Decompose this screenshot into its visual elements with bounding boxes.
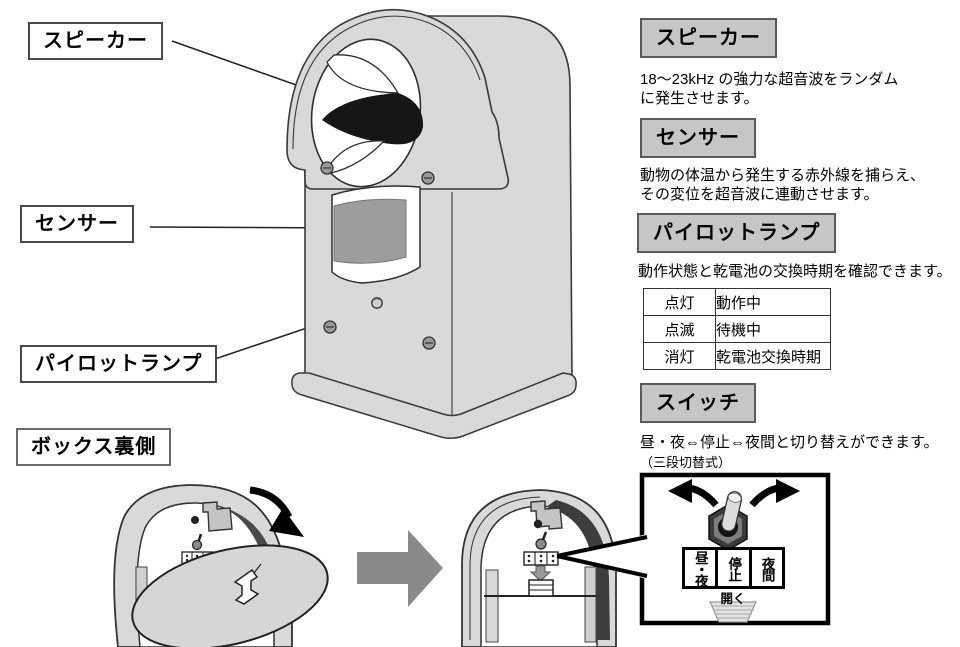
inner-pillar	[485, 569, 499, 643]
mini-switch	[535, 531, 548, 550]
switch-position-stop: 停止	[718, 550, 752, 586]
meaning-cell: 待機中	[715, 315, 831, 343]
open-direction-trapezoid	[709, 601, 757, 623]
speaker-label: スピーカー	[28, 22, 163, 60]
inner-pillar	[584, 566, 597, 643]
switch-position-night: 夜間	[751, 550, 782, 586]
battery-box	[528, 579, 554, 597]
box-back-label: ボックス裏側	[16, 428, 172, 466]
switch-position-table: 昼・夜 停止 夜間	[682, 547, 785, 589]
back-cover	[131, 544, 329, 647]
screw-icon	[320, 161, 334, 175]
screws	[320, 161, 436, 350]
status-cell: 点滅	[643, 315, 716, 343]
screw-dot	[533, 519, 543, 529]
screw-dot	[191, 516, 199, 524]
screw-icon	[421, 171, 435, 185]
device-illustration	[286, 8, 577, 440]
screw-icon	[422, 336, 436, 350]
section-title-switch: スイッチ	[640, 383, 756, 423]
status-cell: 消灯	[643, 342, 716, 370]
section-text: その変位を超音波に連動させます。	[640, 186, 879, 203]
section-title-speaker: スピーカー	[640, 18, 777, 58]
section-title-pilot-lamp: パイロットランプ	[637, 213, 837, 253]
mini-switch	[191, 533, 203, 551]
shell-shade	[546, 500, 610, 640]
pilot-lamp-label: パイロットランプ	[20, 345, 218, 383]
hook-tab	[202, 501, 233, 532]
pilot-lamp	[371, 297, 383, 309]
toggle-lever	[721, 491, 743, 532]
rotate-right-arrow-icon	[749, 479, 800, 508]
section-text: に発生させます。	[640, 90, 759, 107]
meaning-cell: 乾電池交換時期	[715, 342, 831, 370]
box-open-step1	[113, 484, 329, 647]
box-open-step2	[461, 489, 617, 647]
meaning-cell: 動作中	[715, 288, 831, 316]
speaker-icon	[310, 38, 424, 188]
table-row: 消灯 乾電池交換時期	[643, 342, 831, 370]
section-note: （三段切替式）	[640, 455, 732, 470]
section-text: 動物の体温から発生する赤外線を捕らえ、	[640, 167, 926, 184]
table-row: 点灯 動作中	[643, 288, 831, 316]
device-base	[291, 372, 577, 440]
table-row: 点滅 待機中	[643, 315, 831, 343]
next-step-arrow-icon	[357, 530, 443, 607]
section-title-sensor: センサー	[640, 118, 756, 158]
clip-icon	[233, 568, 260, 605]
section-text: 昼・夜⇔停止⇔夜間と切り替えができます。	[640, 434, 939, 451]
screw-icon	[323, 320, 337, 334]
sensor-label: センサー	[20, 205, 134, 243]
callout-pointer	[556, 534, 648, 579]
sensor-window	[331, 185, 421, 284]
rotate-arrow-icon	[249, 486, 304, 537]
down-arrow-icon	[529, 565, 552, 582]
pilot-lamp-status-table: 点灯 動作中 点滅 待機中 消灯 乾電池交換時期	[643, 288, 831, 370]
status-cell: 点灯	[643, 288, 716, 316]
speaker-hood-rim	[292, 15, 481, 150]
open-label: 開く	[720, 592, 746, 606]
section-text: 動作状態と乾電池の交換時期を確認できます。	[638, 263, 952, 280]
section-text: 18〜23kHz の強力な超音波をランダム	[640, 71, 899, 88]
mini-switch-label	[523, 551, 559, 566]
shell-rim-line	[469, 496, 541, 640]
rotate-left-arrow-icon	[668, 479, 719, 508]
switch-position-day-night: 昼・夜	[685, 550, 719, 586]
